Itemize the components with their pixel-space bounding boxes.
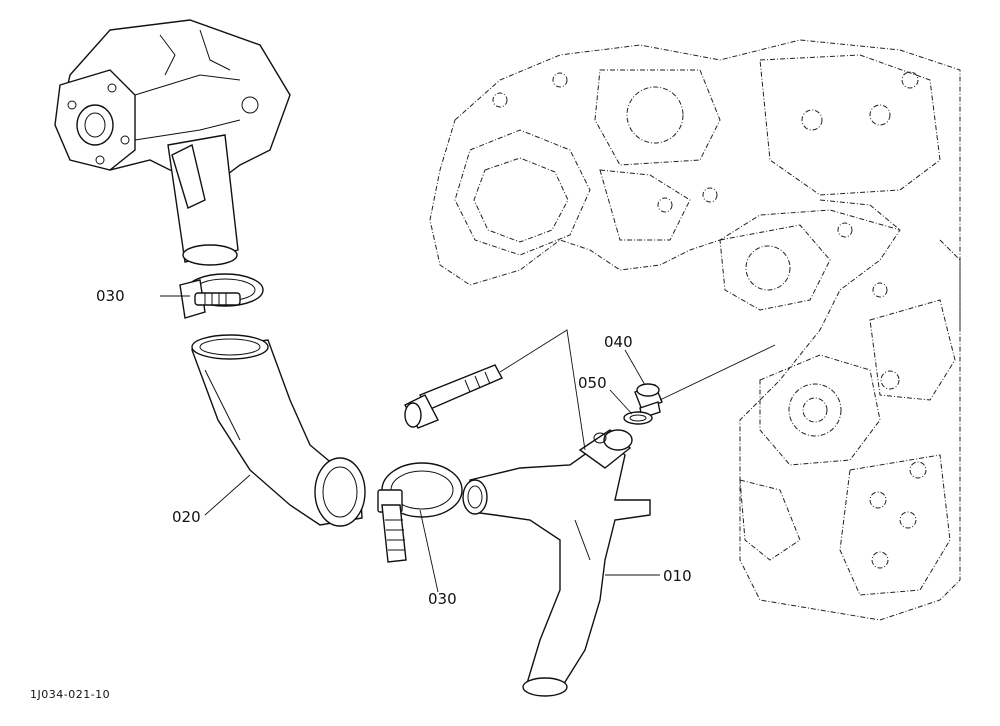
- water-pump: [54, 19, 291, 266]
- label-030-top: 030: [96, 287, 125, 305]
- gasket: [623, 411, 653, 425]
- diagram-reference-code: 1J034-021-10: [30, 688, 111, 701]
- assembly-lines: [160, 295, 776, 593]
- engine-block: [429, 39, 961, 621]
- water-flange-pipe: [462, 429, 651, 697]
- hose-clamp-top: [179, 273, 264, 319]
- hose-clamp-bottom: [377, 462, 463, 563]
- label-030-bottom: 030: [428, 590, 457, 608]
- label-020: 020: [172, 508, 201, 526]
- label-050: 050: [578, 374, 607, 392]
- label-010: 010: [663, 567, 692, 585]
- label-040: 040: [604, 333, 633, 351]
- hose-elbow: [191, 334, 366, 527]
- bolt: [404, 364, 503, 429]
